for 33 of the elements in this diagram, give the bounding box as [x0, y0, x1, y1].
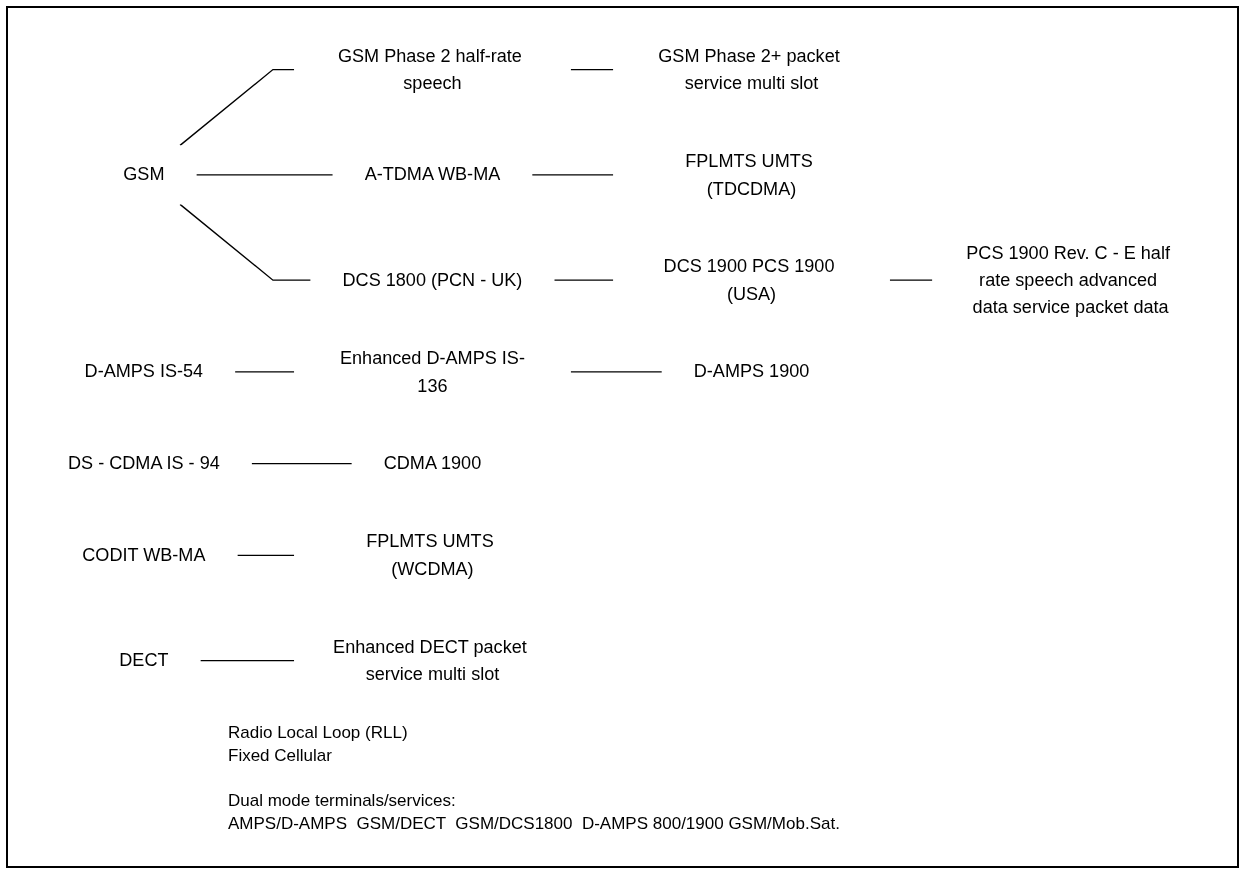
- connector: [553, 279, 614, 281]
- connector: [250, 462, 353, 465]
- connector: [199, 659, 295, 662]
- node-text: Enhanced D-AMPS IS-136: [340, 347, 525, 396]
- connector: [236, 554, 295, 557]
- node-text: DCS 1900 PCS 1900 (USA): [663, 256, 835, 304]
- connector: [179, 203, 312, 281]
- node-text: A-TDMA WB-MA: [364, 164, 501, 185]
- connector: [234, 371, 295, 373]
- node-text: GSM Phase 2 half-rate speech: [337, 45, 522, 93]
- node-text: FPLMTS UMTS (WCDMA): [366, 531, 494, 579]
- connector: [531, 174, 614, 176]
- node-text: FPLMTS UMTS (TDCDMA): [685, 150, 813, 199]
- connector: [195, 174, 334, 176]
- node-text: GSM Phase 2+ packet service multi slot: [658, 45, 840, 93]
- node-text: CDMA 1900: [383, 453, 482, 474]
- node-text: D-AMPS 1900: [693, 361, 810, 382]
- connector: [570, 371, 663, 373]
- connector: [570, 68, 614, 71]
- note-text: Radio Local Loop (RLL): [228, 722, 408, 745]
- node-text: PCS 1900 Rev. C - E half rate speech advanced data service packet data: [966, 242, 1170, 318]
- node-text: D-AMPS IS-54: [84, 361, 204, 382]
- connector: [179, 68, 295, 147]
- note-text: Fixed Cellular: [228, 745, 332, 768]
- node-text: DCS 1800 (PCN - UK): [342, 269, 523, 291]
- footnote-text: Dual mode terminals/services:: [228, 790, 456, 813]
- node-text: DS - CDMA IS - 94: [68, 453, 220, 474]
- node-text: GSM: [123, 164, 165, 185]
- node-text: DECT: [119, 650, 169, 671]
- node-text: Enhanced DECT packet service multi slot: [333, 636, 527, 685]
- node-text: CODIT WB-MA: [82, 545, 206, 566]
- footnote-text: AMPS/D-AMPS GSM/DECT GSM/DCS1800 D-AMPS 800/1900 GSM/Mob.Sat.: [228, 813, 840, 836]
- connector: [889, 279, 934, 281]
